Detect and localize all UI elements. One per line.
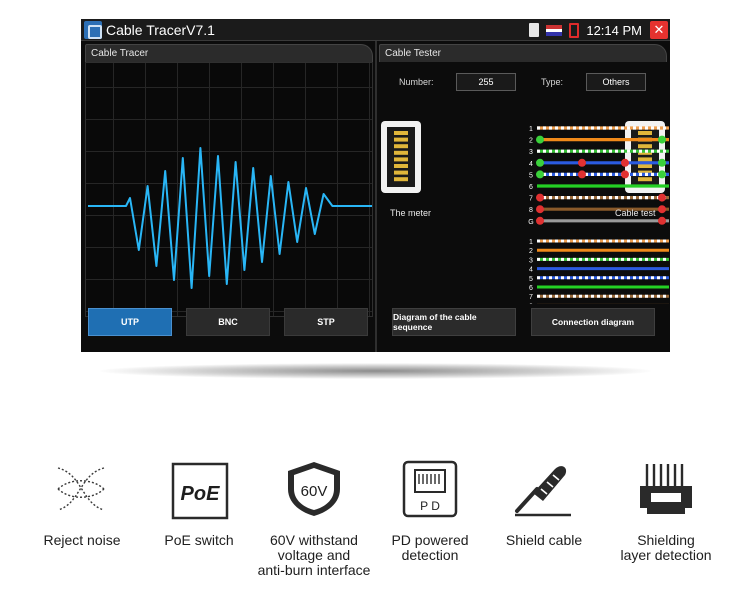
number-field[interactable]: 255 (456, 73, 516, 91)
pin-label: 4 (529, 161, 533, 168)
utp-mode-button[interactable]: UTP (88, 308, 172, 336)
fail-icon (536, 205, 544, 214)
pin-label: 5 (529, 172, 533, 179)
waveform-graph (88, 147, 372, 289)
pin-label: 4 (529, 267, 533, 274)
meter-jack-icon (381, 121, 421, 193)
shield-cable-icon (515, 466, 571, 517)
type-label: Type: (541, 77, 564, 87)
test-jack-pin (638, 164, 652, 168)
pin-label: G (528, 219, 533, 226)
battery-icon (569, 22, 580, 38)
fail-icon (658, 205, 666, 214)
meter-caption: The meter (390, 208, 432, 218)
pass-icon (658, 135, 666, 144)
test-jack-pin (638, 144, 652, 149)
sd-card-icon (529, 23, 540, 37)
pin-label: 1 (529, 126, 533, 133)
bnc-mode-button[interactable]: BNC (186, 308, 270, 336)
cable-tracer-tab: Cable Tracer (85, 44, 373, 62)
test-jack-pin (638, 157, 652, 162)
pin-label: 7 (529, 196, 533, 203)
fail-icon (536, 216, 544, 225)
test-jack-pin (638, 150, 652, 155)
feature-pd-powered: PD powered detection (391, 532, 469, 563)
status-area: 12:14 PM (529, 22, 642, 38)
pin-label: 2 (529, 248, 533, 255)
app-icon (84, 21, 102, 39)
shield-60v-icon: 60V (288, 462, 340, 516)
cable-test-caption: Cable test (615, 208, 656, 218)
connection-diagram-button[interactable]: Connection diagram (531, 308, 655, 336)
feature-shielding-layer: Shielding layer detection (620, 532, 712, 563)
waveform-line (88, 147, 372, 289)
panel-divider (375, 41, 377, 352)
cable-tester-tab: Cable Tester (379, 44, 667, 62)
meter-jack-pin (394, 144, 408, 149)
svg-text:PoE: PoE (181, 483, 221, 505)
wiring-diagram: 1122334455667788GG (381, 121, 669, 304)
cable-sequence-button[interactable]: Diagram of the cable sequence (392, 308, 516, 336)
svg-text:P D: P D (420, 499, 440, 513)
pd-port-icon: P D (402, 460, 458, 518)
meter-jack-pin (394, 131, 408, 135)
fail-icon (658, 193, 666, 202)
pass-icon (658, 170, 666, 179)
pin-label: 6 (529, 285, 533, 292)
type-field[interactable]: Others (586, 73, 646, 91)
fail-icon (536, 193, 544, 202)
test-jack-pin (638, 131, 652, 135)
meter-jack-pin (394, 164, 408, 168)
feature-poe-switch: PoE switch (164, 532, 234, 548)
pin-label: 3 (529, 149, 533, 156)
fail-icon (578, 170, 586, 179)
app-title: Cable TracerV7.1 (106, 22, 215, 38)
fail-icon (621, 158, 629, 167)
pin-label: 3 (529, 257, 533, 264)
stp-mode-button[interactable]: STP (284, 308, 368, 336)
meter-jack-pin (394, 170, 408, 175)
meter-jack-pin (394, 137, 408, 142)
pin-label: 7 (529, 294, 533, 301)
pass-icon (536, 170, 544, 179)
shielding-layer-icon (640, 464, 692, 514)
device-screen: Cable TracerV7.1 12:14 PM ✕ Cable Tracer… (81, 19, 670, 352)
title-bar: Cable TracerV7.1 12:14 PM ✕ (81, 19, 670, 41)
close-button[interactable]: ✕ (650, 21, 668, 39)
meter-jack-pin (394, 177, 408, 182)
waveform-display (85, 62, 373, 317)
clock: 12:14 PM (586, 22, 642, 38)
pin-label: 6 (529, 184, 533, 191)
fail-icon (621, 170, 629, 179)
pin-label: 5 (529, 276, 533, 283)
pin-label: 2 (529, 138, 533, 145)
pin-label: 8 (529, 207, 533, 214)
pass-icon (658, 158, 666, 167)
pass-icon (536, 158, 544, 167)
reject-noise-icon (57, 467, 105, 511)
pin-label: 1 (529, 239, 533, 246)
fail-icon (658, 216, 666, 225)
meter-jack-pin (394, 150, 408, 155)
feature-reject-noise: Reject noise (43, 532, 121, 548)
test-jack-pin (638, 170, 652, 175)
svg-text:60V: 60V (301, 483, 328, 500)
feature-60v-withstand: 60V withstand voltage and anti-burn inte… (257, 532, 371, 578)
pin-label: 8 (529, 303, 533, 304)
pass-icon (536, 135, 544, 144)
language-flag-icon[interactable] (546, 24, 563, 36)
test-jack-pin (638, 177, 652, 182)
number-label: Number: (399, 77, 434, 87)
poe-switch-icon: PoE (171, 462, 229, 520)
fail-icon (578, 158, 586, 167)
feature-shield-cable: Shield cable (505, 532, 583, 548)
meter-jack-pin (394, 157, 408, 162)
device-shadow (100, 363, 651, 379)
